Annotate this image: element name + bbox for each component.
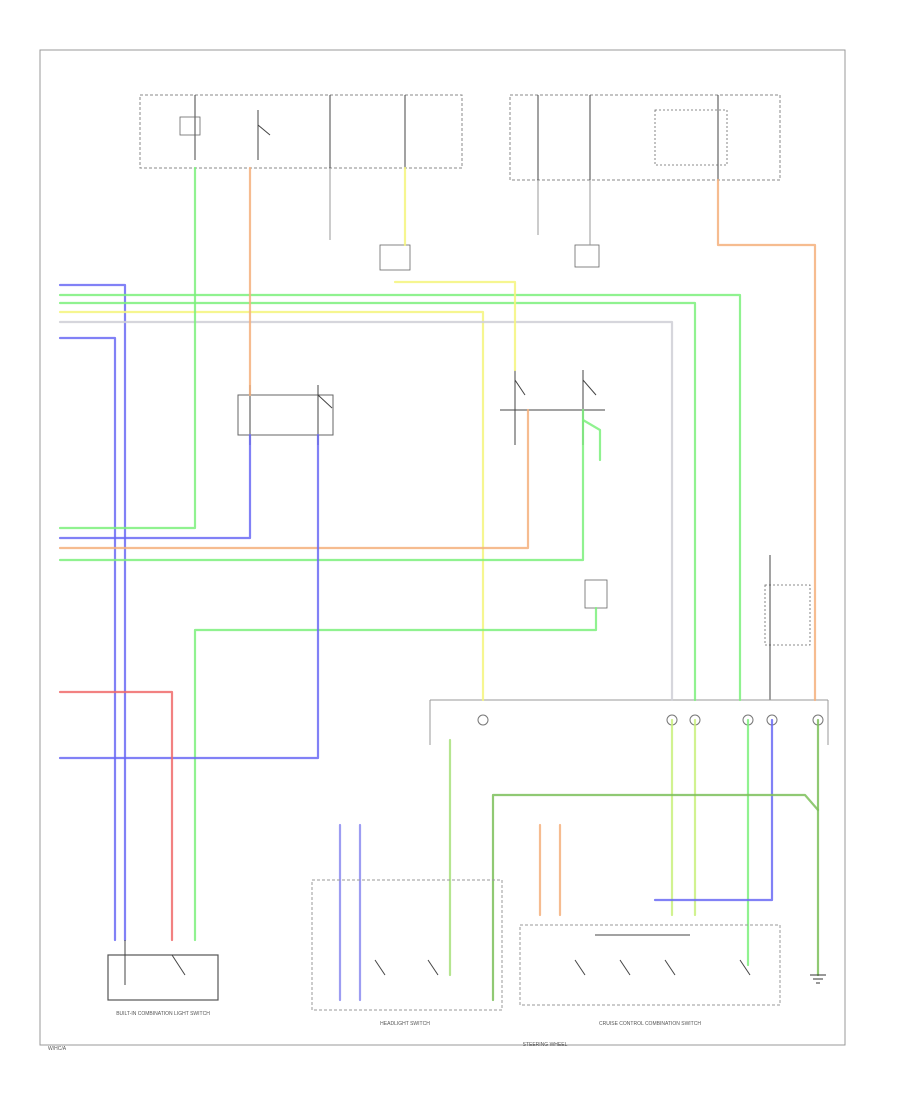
wires xyxy=(58,166,820,1002)
wire-green-mid xyxy=(58,408,585,562)
wire-blue-top xyxy=(58,283,127,942)
wire-red xyxy=(58,690,174,942)
wire-dkgreen-2 xyxy=(491,793,820,1002)
wire-blue-2 xyxy=(58,336,117,942)
wire-blue-3 xyxy=(653,718,774,902)
small-relay-top xyxy=(379,244,600,271)
wire-blue-mid xyxy=(58,433,252,540)
headlight-switch-group: HEADLIGHT SWITCH xyxy=(311,879,503,1027)
bottom-left-caption: BUILT-IN COMBINATION LIGHT SWITCH xyxy=(116,1011,210,1017)
small-relay-mid xyxy=(584,579,608,609)
wire-orange-mid xyxy=(58,408,530,550)
wire-green-left-drop xyxy=(58,166,197,530)
cruise-combination-switch-group: CRUISE CONTROL COMBINATION SWITCH xyxy=(519,924,781,1027)
wire-gray-bus xyxy=(58,320,674,702)
top-left-component xyxy=(139,94,463,169)
wire-yellow-relay xyxy=(393,280,517,372)
diagram-border xyxy=(39,49,846,1046)
top-right-component xyxy=(509,94,781,181)
wire-green-low xyxy=(193,606,598,942)
wire-orange-right xyxy=(716,178,817,702)
combination-switch-caption: CRUISE CONTROL COMBINATION SWITCH xyxy=(599,1021,701,1027)
ground-symbol xyxy=(810,974,826,984)
headlight-switch-caption: HEADLIGHT SWITCH xyxy=(380,1021,430,1027)
bottom-left-switch: BUILT-IN COMBINATION LIGHT SWITCH xyxy=(107,940,219,1017)
wire-blue-switch xyxy=(58,433,320,760)
right-side-sensor xyxy=(764,555,811,700)
footer-center-label: STEERING WHEEL xyxy=(523,1042,568,1048)
wire-green-1 xyxy=(58,293,742,702)
wire-green-relay xyxy=(581,418,602,462)
wire-yellow-bus xyxy=(58,310,485,702)
right-middle-switch xyxy=(500,370,605,445)
wire-green-2 xyxy=(58,301,697,702)
connector-strip xyxy=(429,699,829,745)
footer-left-label: W/HC/A xyxy=(48,1046,67,1052)
